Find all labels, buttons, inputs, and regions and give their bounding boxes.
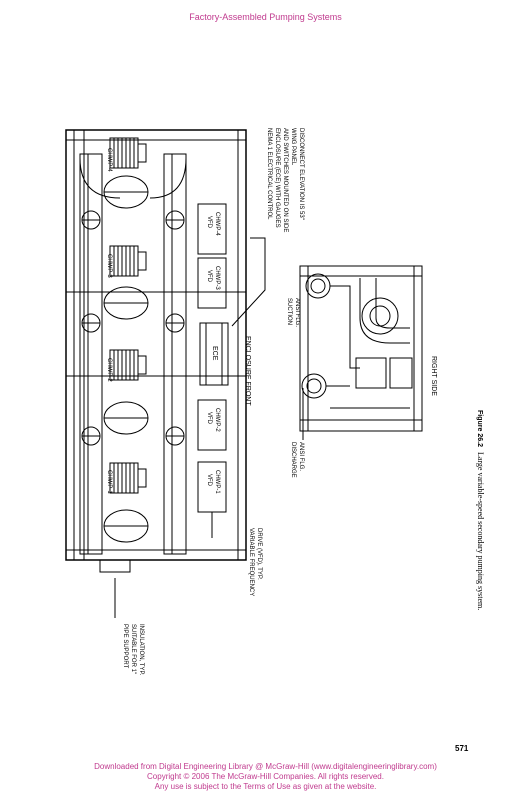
right-side-frame: [299, 265, 423, 432]
nema-note-line2: ENCLOSURE (ECE) WITH GAUGES: [274, 128, 280, 228]
enclosure-front-label: ENCLOSURE FRONT: [244, 336, 251, 406]
pump-label-2: CHWP-2: [106, 358, 112, 382]
vfd-label-3-line1: VFD: [206, 270, 212, 283]
pump-label-3: CHWP-3: [106, 254, 112, 278]
footer: Downloaded from Digital Engineering Libr…: [0, 762, 531, 792]
pipe-support-line1: PIPE SUPPORT: [122, 624, 128, 669]
pump-end-view: [361, 297, 399, 335]
figure-number: Figure 26.2: [476, 410, 483, 447]
suction-line2: ANSI FLG.: [294, 298, 300, 327]
enclosure-frame: [65, 129, 247, 561]
figure-caption-text: Large variable-speed secondary pumping s…: [476, 452, 485, 610]
footer-line-3: Any use is subject to the Terms of Use a…: [154, 782, 377, 791]
vfd-note-line1: VARIABLE FREQUENCY: [248, 528, 254, 596]
nema-note-line4: WING PANEL: [290, 128, 296, 166]
pipe-support-line3: INSULATION, TYP.: [138, 624, 144, 676]
figure: CHWP-4 CHWP-3 CHWP-2 CHWP-1 VFD CHWP-4 V…: [60, 118, 490, 688]
vfd-label-1-line1: VFD: [206, 474, 212, 487]
nema-note-line1: NEMA 1 ELECTRICAL CONTROL: [266, 128, 272, 220]
header-pipe-right: [163, 153, 187, 555]
header-pipe-left: [79, 153, 103, 555]
ece-box: [199, 322, 229, 386]
vfd-label-4-line1: VFD: [206, 216, 212, 229]
vfd-label-2-line1: VFD: [206, 412, 212, 425]
figure-caption: Figure 26.2Large variable-speed secondar…: [476, 410, 485, 610]
pump-label-4: CHWP-4: [106, 148, 112, 172]
ece-label: ECE: [211, 346, 218, 361]
pump-label-1: CHWP-1: [106, 470, 112, 494]
vfd-label-3-line2: CHWP-3: [214, 266, 220, 290]
right-side-label: RIGHT SIDE: [430, 356, 437, 396]
pipe-support-line2: SUITABLE FOR 1": [130, 624, 136, 674]
nema-note-line3: AND SWITCHES MOUNTED ON SIDE: [282, 128, 288, 232]
nema-note-line5: DISCONNECT ELEVATION IS 53": [298, 128, 304, 220]
vfd-box-4: [197, 203, 227, 255]
discharge-flange: [301, 373, 327, 399]
vfd-box-2: [197, 399, 227, 451]
discharge-line2: ANSI FLG.: [298, 442, 304, 471]
vfd-box-3: [197, 257, 227, 309]
vfd-label-2-line2: CHWP-2: [214, 408, 220, 432]
figure-drawing: CHWP-4 CHWP-3 CHWP-2 CHWP-1 VFD CHWP-4 V…: [65, 128, 485, 676]
suction-line1: SUCTION: [286, 298, 292, 325]
running-head: Factory-Assembled Pumping Systems: [189, 12, 342, 22]
discharge-line1: DISCHARGE: [290, 442, 296, 478]
vfd-label-4-line2: CHWP-4: [214, 212, 220, 236]
page-number: 571: [455, 744, 469, 753]
suction-flange: [305, 273, 331, 299]
vfd-note-line2: DRIVE (VFD), TYP.: [256, 528, 262, 580]
vfd-label-1-line2: CHWP-1: [214, 470, 220, 494]
footer-line-1[interactable]: Downloaded from Digital Engineering Libr…: [94, 762, 437, 771]
footer-line-2: Copyright © 2006 The McGraw-Hill Compani…: [147, 772, 384, 781]
vfd-box-1: [197, 461, 227, 513]
